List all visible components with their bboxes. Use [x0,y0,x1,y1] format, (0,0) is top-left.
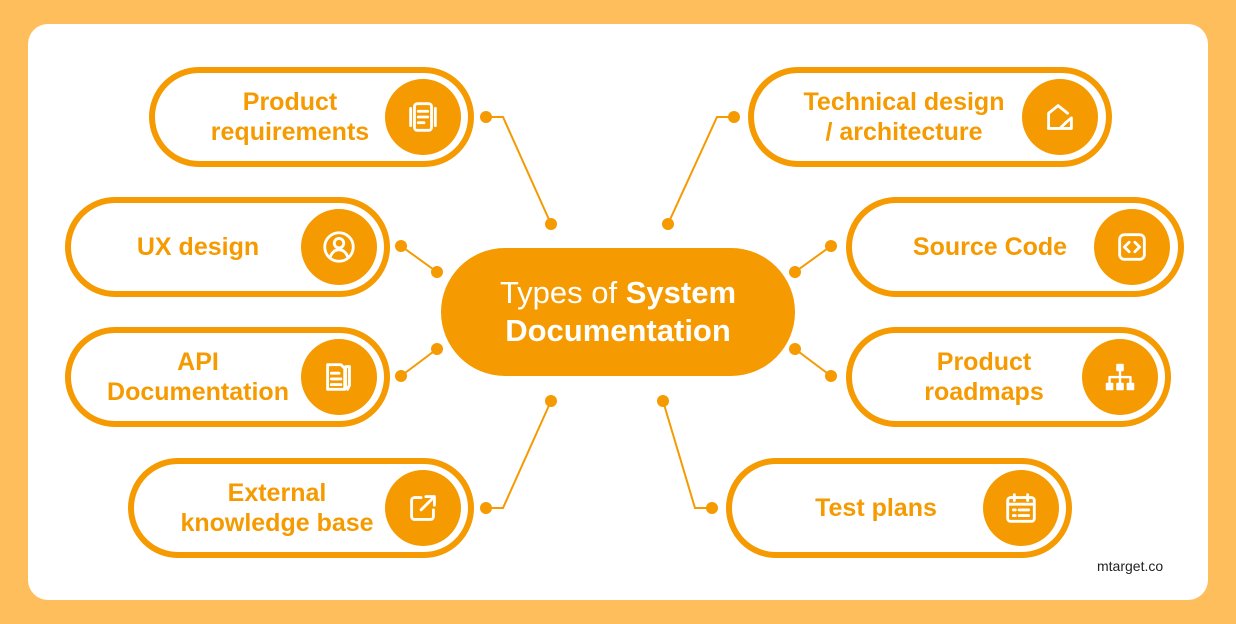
node-label: API Documentation [107,348,289,406]
hierarchy-icon [1082,339,1158,415]
connector-external-knowledge-base [486,400,552,509]
connector-ux-design [400,245,438,273]
connector-source-code [794,245,832,273]
connector-dot [480,111,492,123]
node-api-documentation: API Documentation [65,327,390,427]
architecture-icon [1022,79,1098,155]
node-label: Technical design / architecture [803,88,1005,146]
node-test-plans: Test plans [726,458,1072,558]
document-icon [385,79,461,155]
connector-dot [789,266,801,278]
connector-dot [431,343,443,355]
connector-test-plans [662,400,712,509]
center-node: Types of System Documentation [441,248,795,376]
connector-product-roadmaps [794,348,832,377]
node-label: Source Code [912,233,1068,261]
connector-dot [728,111,740,123]
connector-dot [395,240,407,252]
center-title-prefix: Types of [499,275,618,310]
node-external-knowledge-base: External knowledge base [128,458,474,558]
node-label: Test plans [815,494,937,522]
center-title-line1: Types of System [500,274,736,312]
center-title-line2: Documentation [505,313,731,348]
connector-technical-design [667,116,734,225]
user-icon [301,209,377,285]
node-label: UX design [136,233,260,261]
connector-dot [662,218,674,230]
connector-dot [480,502,492,514]
connector-dot [431,266,443,278]
calendar-list-icon [983,470,1059,546]
code-icon [1094,209,1170,285]
connector-dot [706,502,718,514]
connector-dot [657,395,669,407]
connector-dot [825,370,837,382]
connector-dot [395,370,407,382]
node-label: Product requirements [210,88,370,146]
connector-dot [789,343,801,355]
node-product-roadmaps: Product roadmaps [846,327,1171,427]
connector-dot [545,395,557,407]
node-ux-design: UX design [65,197,390,297]
connector-api-documentation [400,348,438,377]
node-technical-design: Technical design / architecture [748,67,1112,167]
node-product-requirements: Product requirements [149,67,474,167]
node-label: Product roadmaps [924,348,1044,406]
node-label: External knowledge base [180,479,374,537]
connector-dot [545,218,557,230]
external-link-icon [385,470,461,546]
connector-dot [825,240,837,252]
file-pen-icon [301,339,377,415]
node-source-code: Source Code [846,197,1184,297]
watermark: mtarget.co [1097,558,1164,574]
connector-product-requirements [486,116,552,225]
center-title-bold1: System [625,275,737,310]
